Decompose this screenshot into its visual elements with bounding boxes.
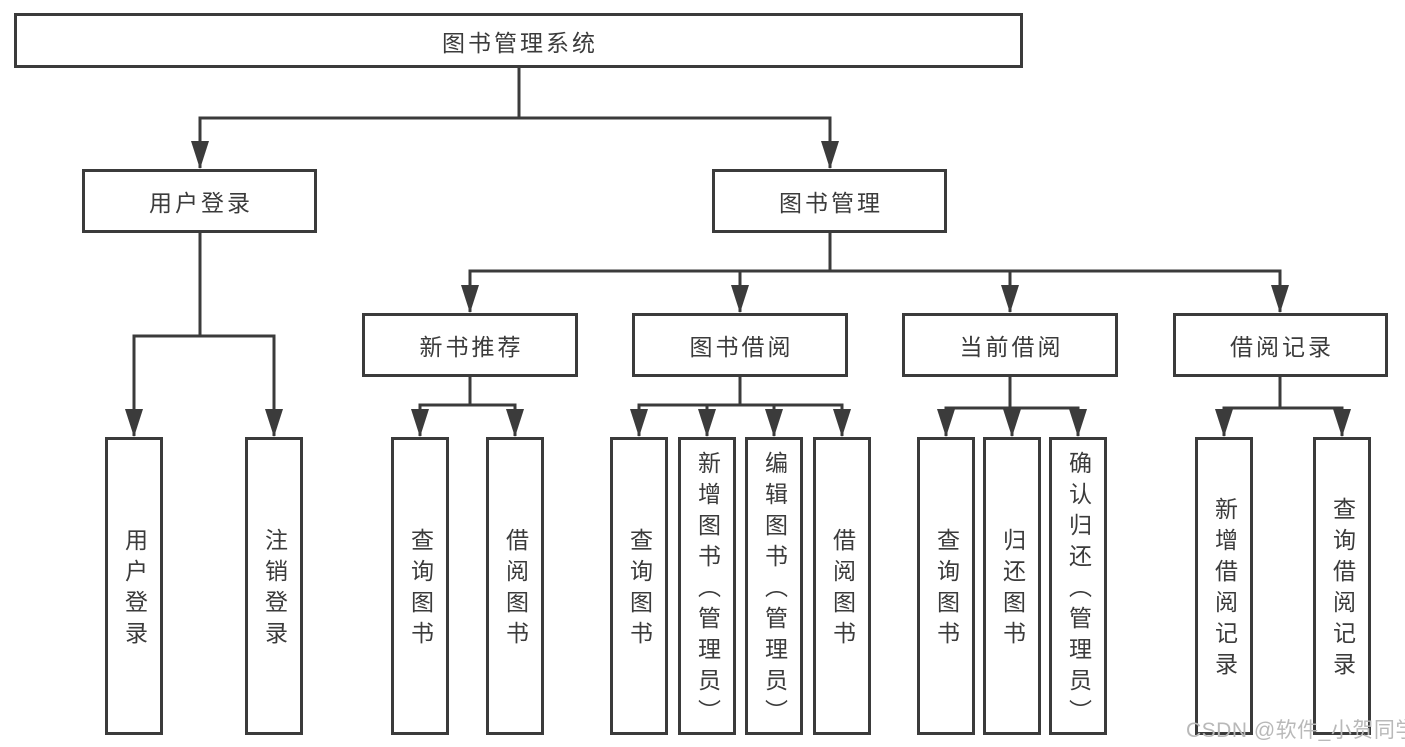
leaf-user-login-label: 用户登录: [121, 528, 148, 652]
leaf-add-borrow-record-label: 新增借阅记录: [1211, 497, 1238, 683]
leaf-query-books-newbooks-label: 查询图书: [407, 528, 434, 652]
leaf-query-books-newbooks: 查询图书: [391, 437, 449, 735]
node-user-login: 用户登录: [82, 169, 317, 233]
node-root-label: 图书管理系统: [442, 29, 598, 56]
csdn-watermark: CSDN @软件_小贺同学: [1186, 719, 1405, 742]
leaf-query-books-borrow: 查询图书: [610, 437, 668, 735]
leaf-borrow-books-newbooks: 借阅图书: [486, 437, 544, 735]
node-borrow-records: 借阅记录: [1173, 313, 1388, 377]
leaf-borrow-books: 借阅图书: [813, 437, 871, 735]
node-current-borrow-label: 当前借阅: [959, 334, 1064, 360]
node-book-mgmt-label: 图书管理: [779, 190, 883, 216]
leaf-borrow-books-label: 借阅图书: [829, 528, 856, 652]
leaf-logout: 注销登录: [245, 437, 303, 735]
bus-lines: [132, 66, 1344, 410]
leaf-query-books-borrow-label: 查询图书: [626, 528, 653, 652]
leaf-return-books-label: 归还图书: [999, 528, 1026, 652]
leaf-edit-books-admin: 编辑图书（管理员）: [745, 437, 803, 735]
node-new-books: 新书推荐: [362, 313, 578, 377]
leaf-logout-label: 注销登录: [261, 528, 288, 652]
node-book-borrow-label: 图书借阅: [689, 334, 794, 360]
leaf-borrow-books-newbooks-label: 借阅图书: [502, 528, 529, 652]
leaf-query-books-current: 查询图书: [917, 437, 975, 735]
leaf-return-books: 归还图书: [983, 437, 1041, 735]
node-book-borrow: 图书借阅: [632, 313, 848, 377]
leaf-confirm-return-admin: 确认归还（管理员）: [1049, 437, 1107, 735]
node-new-books-label: 新书推荐: [419, 334, 524, 360]
node-user-login-label: 用户登录: [149, 190, 253, 216]
leaf-query-borrow-record: 查询借阅记录: [1313, 437, 1371, 735]
leaf-query-borrow-record-label: 查询借阅记录: [1329, 497, 1356, 683]
leaf-edit-books-admin-label: 编辑图书（管理员）: [761, 450, 788, 730]
leaf-add-books-admin: 新增图书（管理员）: [678, 437, 736, 735]
leaf-query-books-current-label: 查询图书: [933, 528, 960, 652]
leaf-user-login: 用户登录: [105, 437, 163, 735]
leaf-add-books-admin-label: 新增图书（管理员）: [694, 450, 721, 730]
leaf-confirm-return-admin-label: 确认归还（管理员）: [1065, 450, 1092, 730]
node-root: 图书管理系统: [14, 13, 1023, 68]
leaf-add-borrow-record: 新增借阅记录: [1195, 437, 1253, 735]
node-borrow-records-label: 借阅记录: [1230, 334, 1334, 360]
node-current-borrow: 当前借阅: [902, 313, 1118, 377]
node-book-mgmt: 图书管理: [712, 169, 947, 233]
